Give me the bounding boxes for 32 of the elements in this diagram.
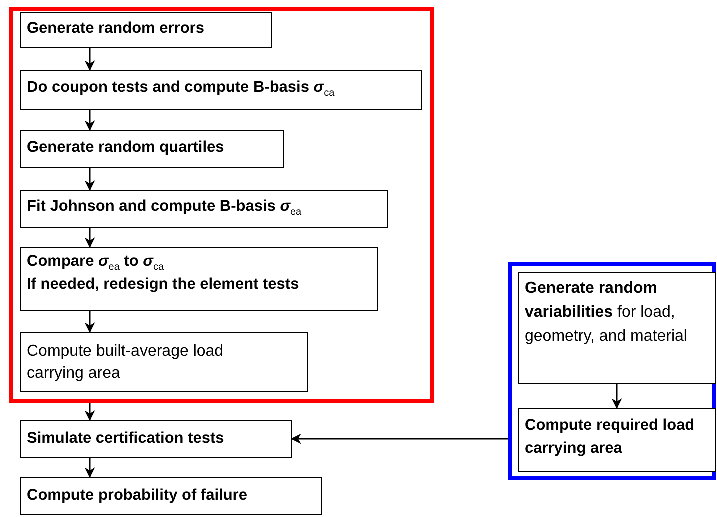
group-frame: [9, 7, 434, 403]
arrow: [84, 48, 96, 72]
step-text: Generate random errors: [26, 19, 206, 39]
process-box: [20, 420, 292, 458]
step-text: Generate random variabilities for load, geometry, and material: [524, 279, 688, 347]
step-text: Simulate certification tests: [26, 429, 226, 449]
step-text: Compute probability of failure: [26, 486, 248, 506]
step-text: Generate random quartiles: [26, 138, 226, 158]
step-text: Compute required load carrying area: [524, 416, 696, 460]
arrow: [84, 311, 96, 334]
arrow: [84, 458, 96, 478]
step-text: Fit Johnson and compute B-basis σ$_{ea}$: [26, 197, 303, 220]
process-box: [20, 247, 378, 311]
arrow: [290, 434, 508, 444]
step-text: Compare σ$_{ea}$ to σ$_{ca}$: [26, 252, 166, 275]
group-frame: [508, 262, 716, 480]
process-box: [518, 272, 716, 384]
arrow: [612, 384, 622, 410]
step-text: If needed, redesign the element tests: [26, 274, 300, 295]
arrow: [84, 110, 96, 132]
process-box: [20, 477, 322, 515]
process-box: [20, 332, 308, 392]
process-box: [518, 408, 716, 472]
process-box: [20, 130, 284, 168]
step-text: Compute built-average load carrying area: [26, 342, 225, 384]
arrow: [84, 168, 96, 192]
arrow: [84, 228, 96, 248]
process-box: [20, 190, 388, 228]
step-text: Do coupon tests and compute B-basis σ$_{ca}$: [26, 78, 336, 101]
arrow: [84, 403, 96, 422]
process-box: [20, 12, 272, 48]
process-box: [20, 70, 422, 110]
